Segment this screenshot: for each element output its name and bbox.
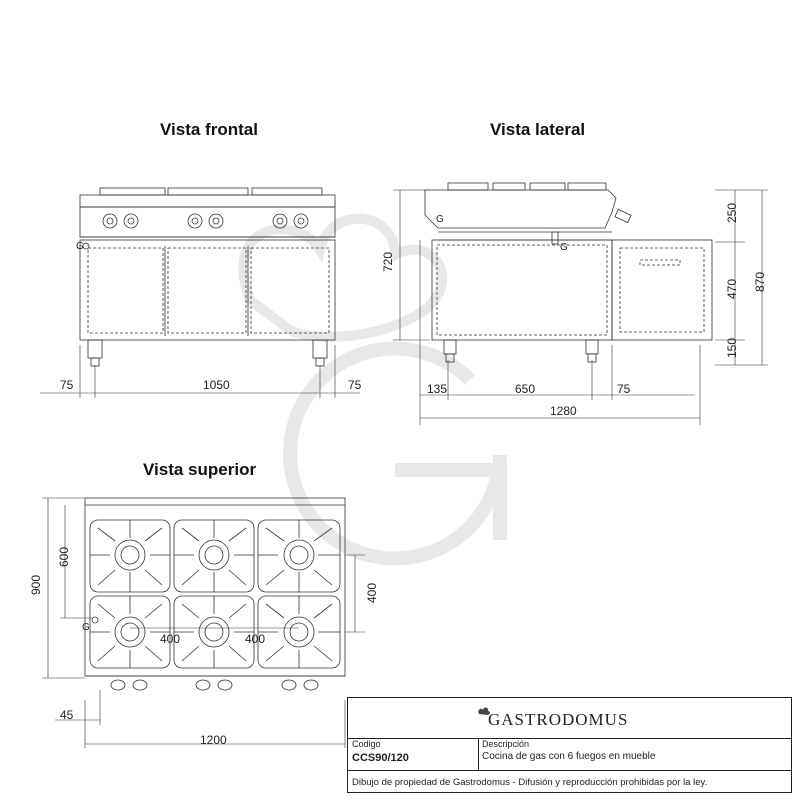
title-block: GASTRODOMUS Codigo CCS90/120 Descripción… — [347, 697, 792, 793]
dim-top-width: 1200 — [200, 733, 227, 747]
chef-hat-icon — [478, 707, 490, 715]
dim-side-left: 135 — [427, 382, 448, 396]
title-block-info-row: Codigo CCS90/120 Descripción Cocina de g… — [348, 738, 791, 771]
brand-logo: GASTRODOMUS — [488, 710, 629, 729]
descripcion-label: Descripción — [482, 739, 530, 749]
dim-side-top-height: 250 — [725, 202, 740, 224]
top-dimension-lines — [42, 497, 365, 748]
dim-side-total-height: 870 — [753, 271, 768, 293]
side-dimension-lines — [393, 189, 768, 425]
top-view — [84, 497, 346, 677]
dim-front-right: 75 — [348, 378, 362, 392]
watermark-logo — [238, 213, 507, 566]
front-dimension-lines — [40, 345, 360, 398]
codigo-cell: Codigo CCS90/120 — [348, 738, 479, 770]
front-view — [79, 187, 336, 367]
gas-label-top: G — [82, 622, 90, 633]
codigo-label: Codigo — [352, 739, 381, 749]
front-knobs — [82, 213, 309, 250]
dim-front-width: 1050 — [203, 378, 230, 392]
top-burners — [91, 539, 315, 648]
title-block-logo-row: GASTRODOMUS — [348, 698, 791, 739]
dim-top-depth-front: 600 — [57, 546, 72, 568]
dim-front-left: 75 — [60, 378, 74, 392]
top-knobs — [110, 679, 319, 691]
copyright-notice: Dibujo de propiedad de Gastrodomus - Dif… — [352, 777, 708, 788]
dim-side-right: 75 — [617, 382, 631, 396]
dim-side-legs-height: 150 — [725, 337, 740, 359]
dim-top-depth-total: 900 — [29, 574, 44, 596]
side-view — [424, 182, 713, 363]
dim-side-depth: 650 — [515, 382, 536, 396]
dim-side-mid-height: 470 — [725, 278, 740, 300]
codigo-value: CCS90/120 — [352, 752, 409, 764]
gas-label-front: G — [76, 241, 84, 252]
dim-top-pitch-2: 400 — [245, 632, 266, 646]
view-title-superior: Vista superior — [143, 460, 257, 479]
gas-label-side-pipe: G — [560, 242, 568, 253]
dim-top-pitch-1: 400 — [160, 632, 181, 646]
dim-side-total-depth: 1280 — [550, 404, 577, 418]
descripcion-value: Cocina de gas con 6 fuegos en mueble — [482, 751, 656, 762]
gas-label-side-top: G — [436, 214, 444, 225]
view-title-lateral: Vista lateral — [490, 120, 586, 139]
dim-side-work-height: 720 — [381, 251, 396, 273]
view-title-frontal: Vista frontal — [160, 120, 258, 139]
dim-top-burner-pitch-depth: 400 — [365, 582, 380, 604]
dim-top-offset-left: 45 — [60, 708, 74, 722]
